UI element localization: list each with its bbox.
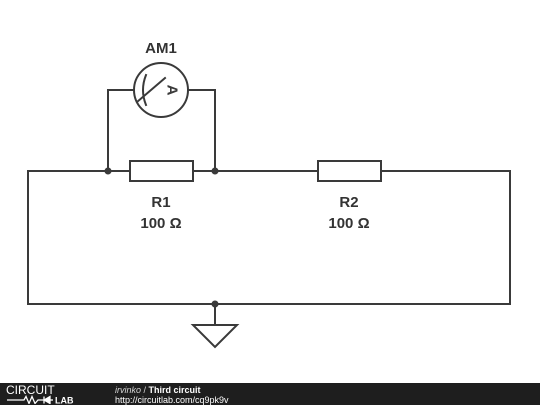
ammeter-label: AM1 [145, 40, 177, 57]
ammeter-letter: A [164, 85, 181, 96]
ammeter-left-wire [107, 89, 135, 172]
footer-url[interactable]: http://circuitlab.com/cq9pk9v [115, 395, 229, 405]
top-left-wire [27, 170, 511, 305]
logo-top-text: CIRCUIT [6, 384, 55, 397]
ammeter-right-wire [187, 89, 216, 172]
junction-right [211, 167, 219, 175]
footer-author[interactable]: irvinko [115, 385, 142, 395]
logo-diode-icon [43, 395, 51, 404]
ammeter-am1[interactable]: A [133, 62, 189, 118]
logo-bottom-text: LAB [55, 396, 74, 405]
logo-resistor-icon [7, 394, 44, 404]
resistor-r1[interactable] [129, 160, 194, 182]
circuit-schematic: A AM1 R1 100 Ω R2 100 Ω [27, 40, 511, 349]
r1-value-label: 100 Ω [140, 215, 181, 232]
r2-value-label: 100 Ω [328, 215, 369, 232]
resistor-r2[interactable] [317, 160, 382, 182]
footer-bar: CIRCUIT LAB irvinko / Third circuit http… [0, 383, 540, 405]
ground-symbol[interactable] [190, 303, 240, 349]
r1-name-label: R1 [151, 194, 170, 211]
junction-left [104, 167, 112, 175]
r2-name-label: R2 [339, 194, 358, 211]
ammeter-needle [135, 76, 167, 104]
footer-byline: irvinko / Third circuit [115, 385, 229, 395]
circuitlab-logo[interactable]: CIRCUIT LAB [6, 384, 98, 404]
footer-title[interactable]: Third circuit [148, 385, 201, 395]
footer-info: irvinko / Third circuit http://circuitla… [115, 385, 229, 405]
footer-separator: / [141, 385, 149, 395]
ammeter-scale-arc [142, 73, 148, 107]
